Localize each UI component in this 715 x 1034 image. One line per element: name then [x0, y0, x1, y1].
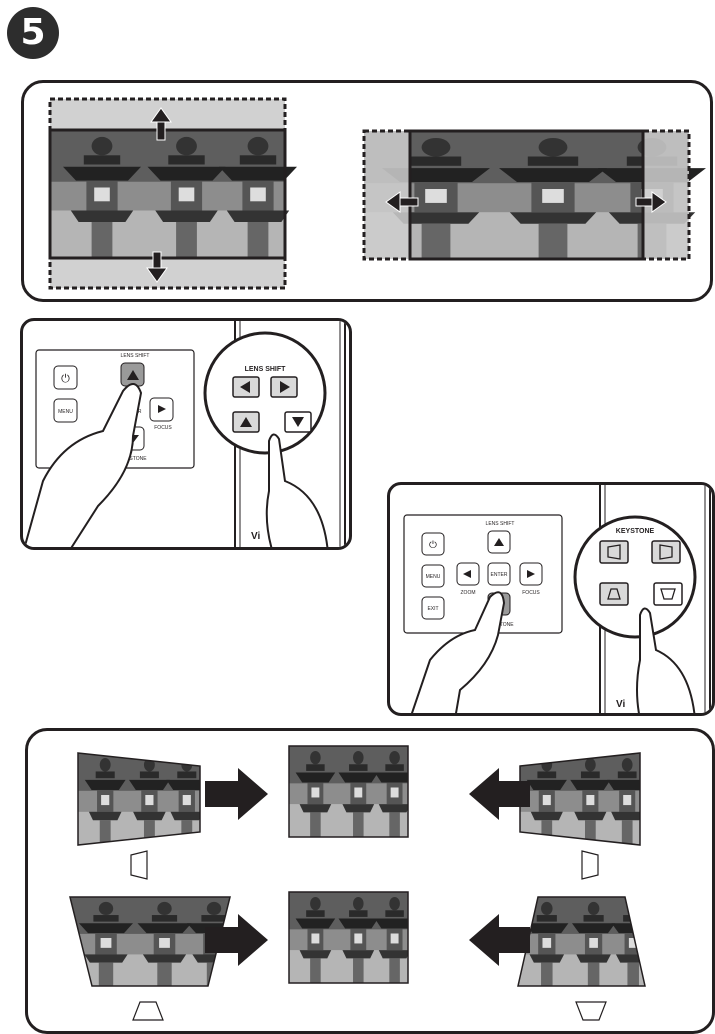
svg-text:FOCUS: FOCUS: [154, 425, 172, 431]
pointing-hand: [23, 383, 143, 547]
keystone-top-button[interactable]: [599, 582, 629, 606]
svg-text:Vi: Vi: [616, 699, 625, 710]
shift-up-arrow-icon: [150, 107, 172, 141]
arrow-up-icon: [240, 417, 252, 427]
enter-button[interactable]: [487, 562, 511, 586]
svg-text:EXIT: EXIT: [427, 606, 438, 612]
svg-text:KEYSTONE: KEYSTONE: [119, 456, 147, 462]
shift-right-arrow-icon: [635, 191, 667, 213]
keystone-left-icon: [607, 544, 621, 560]
svg-text:FOCUS: FOCUS: [522, 590, 540, 596]
power-icon: ⏻: [429, 540, 437, 551]
svg-text:MENU: MENU: [58, 409, 73, 415]
keystone-correction-panel: [25, 728, 715, 1034]
svg-text:LENS SHIFT: LENS SHIFT: [245, 366, 287, 373]
menu-button[interactable]: [53, 398, 78, 423]
power-button[interactable]: [53, 365, 78, 390]
keystone-right-icon: [659, 544, 673, 560]
step-number-badge: 5: [7, 7, 59, 59]
zoom-inset: [573, 515, 697, 639]
pointing-hand-zoom: [265, 433, 329, 547]
pointing-hand: [410, 591, 506, 713]
exit-button[interactable]: [421, 596, 445, 620]
pointing-hand-zoom: [636, 607, 696, 713]
arrow-left-icon: [463, 570, 471, 578]
arrow-right-icon: [158, 405, 166, 413]
menu-button[interactable]: [421, 564, 445, 588]
svg-text:Vi: Vi: [251, 531, 260, 542]
arrow-right-icon: [527, 570, 535, 578]
vertical-shift-image: [48, 97, 297, 290]
power-button[interactable]: [421, 532, 445, 556]
shift-down-arrow-icon: [146, 251, 168, 283]
keystone-bottom-button[interactable]: [653, 582, 683, 606]
remote-keystone-panel: LENS SHIFT ⏻ MENU ZOOM ENTER FOCUS EXIT …: [387, 482, 715, 716]
arrow-up-icon: [494, 538, 504, 546]
remote-lens-shift-panel: LENS SHIFT ⏻ MENU ENTER FOCUS KEYSTONE L…: [20, 318, 352, 550]
svg-text:MENU: MENU: [426, 574, 441, 580]
shift-left-arrow-icon: [385, 191, 419, 213]
svg-text:LENS SHIFT: LENS SHIFT: [121, 353, 150, 359]
svg-text:ENTER: ENTER: [491, 572, 508, 578]
keystone-top-icon: [607, 588, 621, 600]
svg-text:LENS SHIFT: LENS SHIFT: [486, 521, 515, 527]
horizontal-shift-image: [362, 129, 706, 261]
keystone-bottom-icon: [660, 588, 676, 600]
arrow-up-icon: [127, 370, 139, 380]
keystone-right-button[interactable]: [651, 540, 681, 564]
keystone-left-button[interactable]: [599, 540, 629, 564]
arrow-down-icon: [292, 417, 304, 427]
svg-text:ZOOM: ZOOM: [461, 590, 476, 596]
svg-text:KEYSTONE: KEYSTONE: [616, 528, 655, 535]
arrow-left-icon: [240, 381, 250, 393]
power-icon: ⏻: [61, 373, 70, 385]
zoom-inset: [203, 331, 327, 455]
arrow-right-icon: [280, 381, 290, 393]
